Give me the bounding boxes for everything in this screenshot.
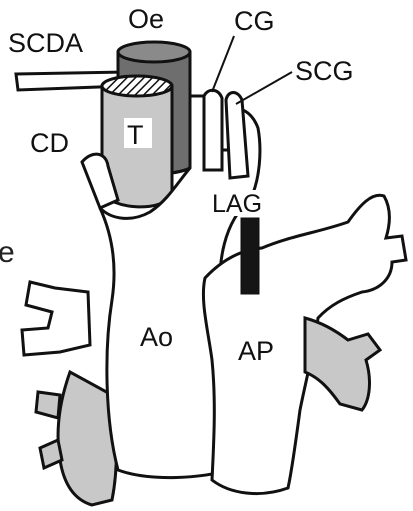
scg-leader xyxy=(236,72,292,104)
scg-vessel xyxy=(226,93,248,179)
label-oe: Oe xyxy=(128,4,164,34)
label-cd: CD xyxy=(30,128,69,158)
oesophagus-top xyxy=(118,42,190,62)
ligament-bar xyxy=(241,218,259,294)
label-scda: SCDA xyxy=(8,28,83,58)
trachea-top-hatched xyxy=(102,76,172,96)
label-cg: CG xyxy=(234,6,275,36)
label-ap: AP xyxy=(238,336,274,366)
cg-leader xyxy=(212,36,234,92)
cg-vessel xyxy=(204,90,222,170)
right-lower-vessel xyxy=(305,318,380,410)
left-upper-branch xyxy=(22,282,90,355)
label-scg: SCG xyxy=(295,56,354,86)
edge-text-fragment: e xyxy=(0,236,15,269)
label-lag: LAG xyxy=(212,190,262,218)
label-t: T xyxy=(127,120,144,150)
label-ao: Ao xyxy=(140,322,173,352)
